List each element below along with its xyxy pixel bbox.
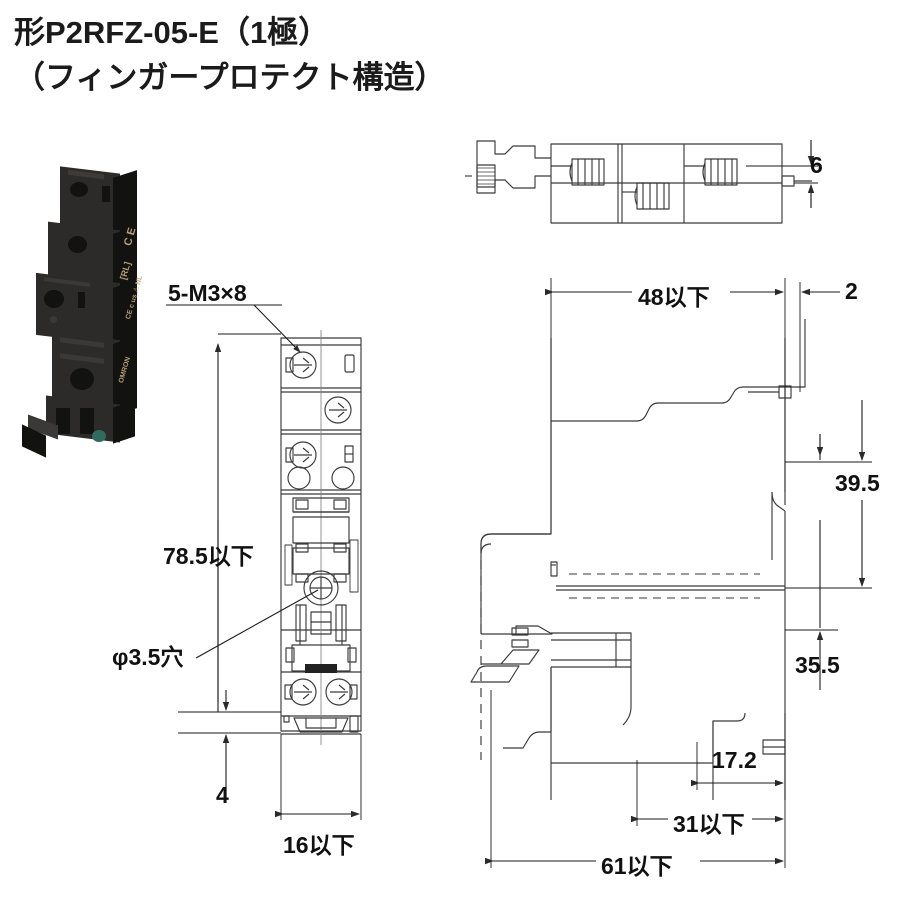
dim-side-lower-drop: 35.5 [795,652,840,678]
dim-side-upper-drop: 39.5 [835,470,880,496]
top-view-dimensions [746,140,818,208]
side-view-dimensions [485,278,872,868]
front-view-dimensions [166,304,362,820]
top-view-geometry [465,140,812,224]
front-view-geometry [280,330,362,745]
relay-socket-photo: C E [RL] CE c us ⚠ NL OMRON [18,166,170,460]
dim-side-length: 48以下 [638,284,710,310]
dim-side-overall: 61以下 [601,853,673,879]
dim-side-tail: 2 [845,278,858,304]
dim-front-width: 16以下 [283,832,355,858]
dim-front-hole: φ3.5穴 [112,644,184,670]
dim-top-thickness: 6 [810,152,823,178]
dim-front-screws: 5-M3×8 [168,280,247,306]
page-title: 形P2RFZ-05-E（1極） （フィンガープロテクト構造） [14,12,674,100]
dim-side-mount-width: 17.2 [712,747,757,773]
dim-front-height: 78.5以下 [163,543,254,569]
title-line-model: 形P2RFZ-05-E（1極） [14,15,330,50]
dim-side-body-width: 31以下 [673,811,745,837]
side-view-geometry [470,319,806,800]
title-line-structure: （フィンガープロテクト構造） [14,59,446,95]
dim-front-bottom-gap: 4 [216,782,229,808]
